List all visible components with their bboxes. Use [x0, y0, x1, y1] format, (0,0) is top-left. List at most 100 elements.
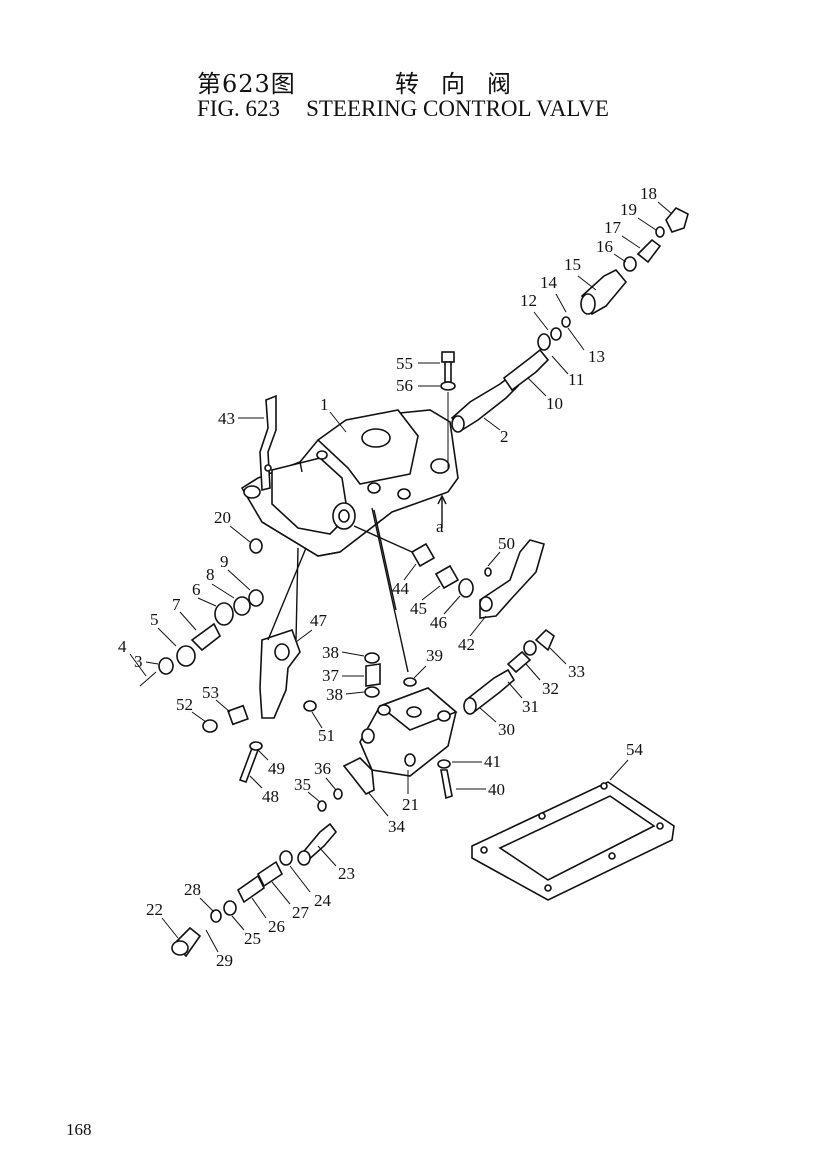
callout-label: 53 — [202, 683, 219, 702]
callout-45: 45 — [410, 585, 441, 618]
callout-label: 46 — [430, 613, 447, 632]
callout-23: 23 — [317, 845, 355, 883]
callout-43: 43 — [218, 409, 264, 428]
figure-title-chinese: 第623图 转向阀 — [197, 64, 511, 99]
callout-label: 35 — [294, 775, 311, 794]
callout-label: 20 — [214, 508, 231, 527]
callout-label: 51 — [318, 726, 335, 745]
callout-22: 22 — [146, 900, 179, 939]
callout-label: 48 — [262, 787, 279, 806]
callout-54: 54 — [609, 740, 644, 781]
callout-label: 28 — [184, 880, 201, 899]
callout-6: 6 — [192, 580, 217, 607]
callout-53: 53 — [202, 683, 231, 713]
callout-label: 17 — [604, 218, 622, 237]
bolt-55-drawing — [440, 351, 456, 470]
callout-label: 15 — [564, 255, 581, 274]
callout-26: 26 — [251, 897, 285, 936]
callout-label: 29 — [216, 951, 233, 970]
callout-label: 41 — [484, 752, 501, 771]
valve-body-drawing — [240, 409, 459, 557]
section-marker: a — [436, 517, 444, 536]
callout-37: 37 — [322, 666, 364, 685]
callout-47: 47 — [295, 611, 328, 643]
callout-34: 34 — [367, 791, 406, 836]
callout-label: 3 — [134, 652, 143, 671]
callout-27: 27 — [271, 881, 310, 922]
callout-label: 36 — [314, 759, 331, 778]
callout-44: 44 — [392, 563, 417, 598]
figure-title-english: FIG. 623 STEERING CONTROL VALVE — [197, 96, 609, 122]
callout-label: 5 — [150, 610, 159, 629]
callout-label: 16 — [596, 237, 613, 256]
callout-29: 29 — [205, 929, 233, 970]
callout-18: 18 — [640, 184, 673, 215]
callout-13: 13 — [567, 327, 605, 366]
callout-30: 30 — [479, 707, 515, 739]
callout-15: 15 — [564, 255, 597, 291]
callout-21: 21 — [402, 770, 419, 814]
figure-number-chinese: 第623图 — [197, 70, 296, 98]
callout-32: 32 — [525, 663, 559, 698]
callout-label: 4 — [118, 637, 127, 656]
callout-17: 17 — [604, 218, 641, 249]
callout-label: 47 — [310, 611, 328, 630]
callout-19: 19 — [620, 200, 657, 231]
callout-36: 36 — [314, 759, 337, 791]
callout-3: 3 — [134, 652, 159, 671]
callout-label: 43 — [218, 409, 235, 428]
upper-spool-assembly-drawing — [450, 207, 689, 433]
callout-label: 26 — [268, 917, 285, 936]
callout-40: 40 — [456, 780, 505, 799]
callout-label: 2 — [500, 427, 509, 446]
callout-51: 51 — [311, 711, 335, 745]
callout-label: 31 — [522, 697, 539, 716]
callout-label: 42 — [458, 635, 475, 654]
callout-label: 6 — [192, 580, 201, 599]
lower-spool-assembly-drawing — [171, 547, 338, 958]
callout-label: 45 — [410, 599, 427, 618]
figure-name-chinese: 转向阀 — [395, 70, 533, 98]
callout-label: 14 — [540, 273, 558, 292]
callout-38b: 38 — [326, 685, 365, 704]
callout-42: 42 — [458, 615, 487, 654]
callout-label: 8 — [206, 565, 215, 584]
callout-label: 9 — [220, 552, 229, 571]
figure-number-english: FIG. 623 — [197, 96, 281, 121]
gasket-54-drawing — [471, 781, 675, 901]
callout-7: 7 — [172, 595, 197, 631]
callout-4: 4 — [118, 637, 147, 677]
callout-label: 40 — [488, 780, 505, 799]
callout-11: 11 — [551, 355, 584, 389]
callout-label: 38 — [326, 685, 343, 704]
callout-label: 25 — [244, 929, 261, 948]
callout-label: 10 — [546, 394, 563, 413]
callout-52: 52 — [176, 695, 207, 723]
callout-33: 33 — [549, 647, 585, 681]
callout-25: 25 — [231, 915, 261, 948]
callout-label: 12 — [520, 291, 537, 310]
figure-name-english: STEERING CONTROL VALVE — [306, 96, 609, 121]
callout-8: 8 — [206, 565, 235, 599]
lever-43-drawing — [259, 394, 277, 492]
callout-label: 34 — [388, 817, 406, 836]
callout-35: 35 — [294, 775, 321, 803]
callout-16: 16 — [596, 237, 627, 263]
bolt-40-drawing — [437, 759, 453, 800]
callout-label: 21 — [402, 795, 419, 814]
callout-label: 32 — [542, 679, 559, 698]
callout-label: 19 — [620, 200, 637, 219]
callout-label: 38 — [322, 643, 339, 662]
section-arrow — [437, 494, 447, 528]
callout-label: 49 — [268, 759, 285, 778]
spool-30-assembly-drawing — [463, 628, 555, 715]
callout-label: 50 — [498, 534, 515, 553]
callout-label: 56 — [396, 376, 413, 395]
callout-label: 30 — [498, 720, 515, 739]
callout-50: 50 — [487, 534, 515, 567]
callout-56: 56 — [396, 376, 440, 395]
callout-1: 1 — [320, 395, 347, 433]
callout-2: 2 — [483, 417, 509, 446]
callout-label: 24 — [314, 891, 332, 910]
callout-label: 18 — [640, 184, 657, 203]
